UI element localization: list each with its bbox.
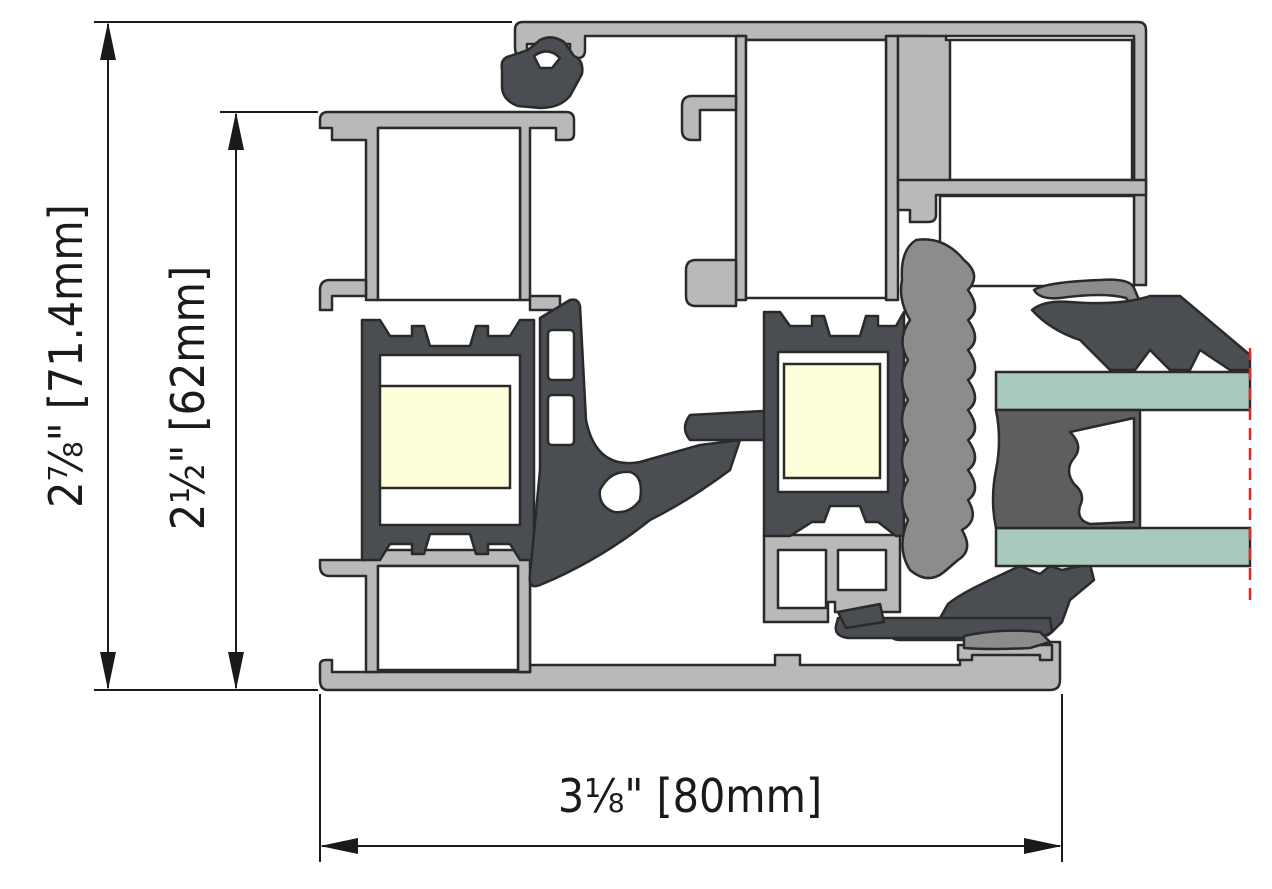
frame-chamber-upper xyxy=(744,38,888,300)
frame-fin-lower xyxy=(684,258,738,308)
sash-height-arrow-bottom xyxy=(228,652,244,690)
sash-lower-chamber xyxy=(376,564,520,672)
sash-height-label: 2½" [62mm] xyxy=(161,266,215,530)
sash-fin-left xyxy=(318,278,368,312)
glass-pane-inner xyxy=(994,526,1252,568)
frame-thermal-break xyxy=(762,310,906,538)
overall-height-arrow-top xyxy=(100,22,116,60)
outer-frame-profile xyxy=(318,20,1148,692)
frame-mid-rail xyxy=(896,178,1148,224)
top-left-gasket-slot xyxy=(532,50,562,70)
frame-fin-upper xyxy=(680,94,738,142)
width-arrow-right xyxy=(1024,838,1062,854)
frame-web-right xyxy=(884,34,900,302)
overall-height-label: 2⅞" [71.4mm] xyxy=(39,204,93,508)
sash-height-arrow-top xyxy=(228,112,244,150)
sash-foam-insert xyxy=(378,384,512,490)
dimension-width: 3⅛" [80mm] xyxy=(319,694,1063,862)
frame-lower-chamber-inner-a xyxy=(776,548,828,610)
frame-web-left xyxy=(734,34,748,302)
frame-box-right-inner xyxy=(948,38,1134,182)
center-gasket-body xyxy=(528,298,742,588)
center-gasket xyxy=(528,298,782,588)
upper-glazing-gasket xyxy=(1030,294,1252,372)
center-gasket-cell-a xyxy=(546,328,576,382)
sash-profile xyxy=(318,110,576,674)
frame-foam-insert xyxy=(782,362,882,480)
frame-bottom-rail xyxy=(318,640,1062,692)
glazing-wedge-gasket xyxy=(899,238,977,580)
sash-upper-chamber xyxy=(376,126,522,302)
insulated-glass-unit xyxy=(991,348,1252,600)
glass-spacer-bar xyxy=(1067,416,1136,526)
center-gasket-cell-b xyxy=(546,393,576,447)
frame-lower-chamber-inner-b xyxy=(836,548,888,592)
lower-bead-lip xyxy=(962,629,1052,651)
glass-pane-outer xyxy=(994,370,1252,412)
overall-height-arrow-bottom xyxy=(100,652,116,690)
center-gasket-hole xyxy=(598,470,643,514)
lower-clip-gasket xyxy=(836,602,886,630)
top-left-gasket xyxy=(500,36,584,110)
width-arrow-left xyxy=(320,838,358,854)
width-label: 3⅛" [80mm] xyxy=(558,769,822,823)
dimension-overall-height: 2⅞" [71.4mm] xyxy=(39,21,512,691)
dimension-sash-height: 2½" [62mm] xyxy=(161,111,318,690)
